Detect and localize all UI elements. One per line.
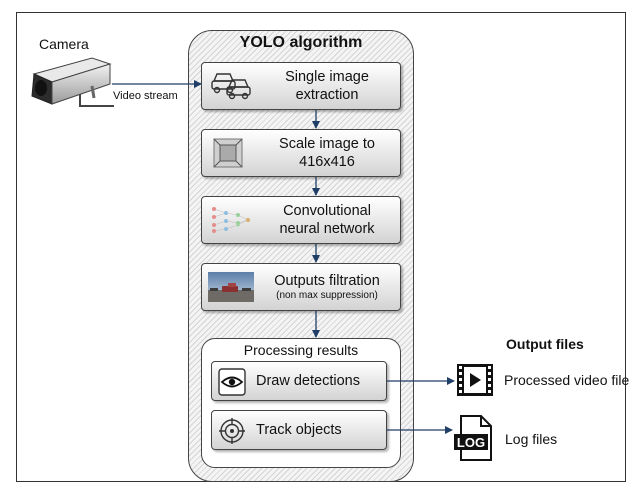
yolo-title: YOLO algorithm bbox=[239, 34, 363, 51]
draw-detections-label: Draw detections bbox=[256, 373, 360, 389]
step-outputs-filtration: Outputs filtration (non max suppression) bbox=[201, 263, 401, 311]
log-files-label: Log files bbox=[505, 431, 558, 447]
step-3-line-2: neural network bbox=[279, 221, 375, 237]
neural-network-icon bbox=[208, 203, 254, 237]
processed-video-file-label: Processed video file bbox=[504, 372, 630, 388]
video-stream-label: Video stream bbox=[113, 90, 178, 102]
step-2-line-1: Scale image to bbox=[279, 136, 375, 152]
video-file-icon bbox=[456, 363, 494, 397]
step-4-line-1: Outputs filtration bbox=[274, 273, 380, 289]
camera-label: Camera bbox=[39, 36, 89, 52]
scale-image-icon bbox=[208, 136, 254, 170]
step-1-line-2: extraction bbox=[295, 87, 359, 103]
cars-sketch-icon bbox=[208, 69, 254, 103]
processing-results-title: Processing results bbox=[243, 342, 359, 358]
track-objects-label: Track objects bbox=[256, 422, 342, 438]
road-photo-icon bbox=[208, 270, 254, 304]
step-4-note: (non max suppression) bbox=[276, 290, 378, 301]
step-1-line-1: Single image bbox=[285, 69, 369, 85]
step-scale-image: Scale image to 416x416 bbox=[201, 129, 401, 177]
step-single-image-extraction: Single image extraction bbox=[201, 62, 401, 110]
camera-icon bbox=[22, 52, 118, 112]
step-draw-detections: Draw detections bbox=[211, 361, 387, 401]
svg-text:LOG: LOG bbox=[457, 435, 485, 450]
output-files-heading: Output files bbox=[506, 336, 584, 352]
target-icon bbox=[218, 417, 246, 445]
step-convolutional-neural-network: Convolutional neural network bbox=[201, 196, 401, 244]
eye-icon bbox=[218, 368, 246, 396]
step-2-line-2: 416x416 bbox=[299, 154, 355, 170]
log-file-icon: LOG bbox=[453, 414, 495, 462]
step-track-objects: Track objects bbox=[211, 410, 387, 450]
step-3-line-1: Convolutional bbox=[283, 203, 371, 219]
